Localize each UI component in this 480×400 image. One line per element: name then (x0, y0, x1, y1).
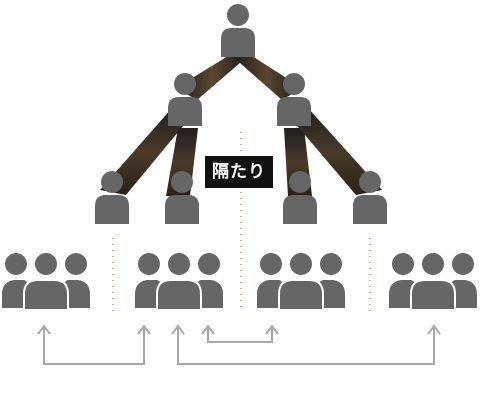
gap-label: 隔たり (205, 156, 273, 188)
connection-arrows (37, 324, 441, 365)
group-icon-2 (134, 251, 224, 311)
group-icon-3 (256, 251, 346, 311)
hierarchy-people (95, 4, 387, 224)
group-icon-4 (388, 251, 478, 311)
arrow-group1-group2 (43, 328, 145, 365)
beam-right-outer (282, 108, 382, 195)
arrow-group2-group3 (207, 328, 273, 343)
arrow-group2-group4 (177, 328, 435, 365)
beam-left-outer (100, 108, 198, 195)
person-icon-top (221, 4, 255, 57)
group-icon-1 (1, 251, 91, 311)
team-groups (1, 251, 478, 311)
